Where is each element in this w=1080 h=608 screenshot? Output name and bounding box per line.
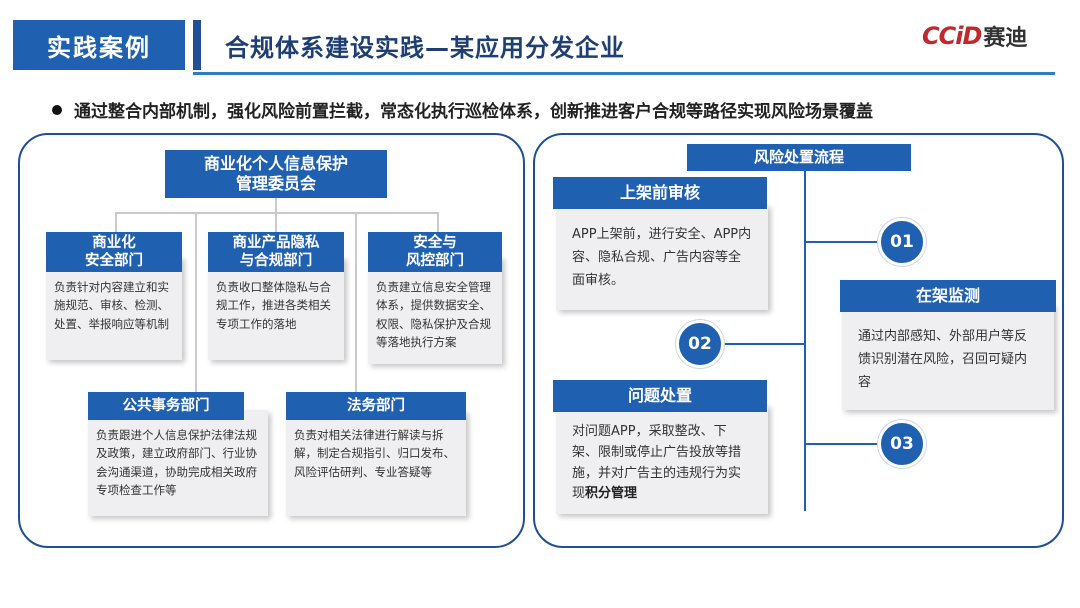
org-connector-v-committee [275, 198, 277, 214]
step-handle-card: 对问题APP，采取整改、下架、限制或停止广告投放等措施，并对广告主的违规行为实现… [556, 404, 768, 514]
flow-title: 风险处置流程 [687, 144, 911, 171]
title-accent-bar [193, 20, 201, 70]
unit-risk-desc: 负责建立信息安全管理体系，提供数据安全、权限、隐私保护及合规等落地执行方案 [376, 280, 491, 350]
unit-privacy-title: 商业产品隐私 与合规部门 [208, 232, 344, 272]
org-connector-v1 [115, 212, 117, 232]
flow-tick-01 [806, 241, 880, 243]
bullet-dot-icon [52, 104, 62, 115]
logo-cn: 赛迪 [983, 26, 1028, 51]
flow-line [804, 171, 806, 511]
step-handle-desc-bold: 积分管理 [585, 486, 638, 502]
flow-tick-03 [806, 443, 880, 445]
unit-public-affairs-title: 公共事务部门 [88, 392, 244, 420]
step-review-card: APP上架前，进行安全、APP内容、隐私合规、广告内容等全面审核。 [556, 204, 768, 310]
step-monitor-card: 通过内部感知、外部用户等反馈识别潜在风险，召回可疑内容 [842, 304, 1054, 410]
org-connector-v4 [195, 212, 197, 392]
unit-security-desc: 负责针对内容建立和实施规范、审核、检测、处置、举报响应等机制 [54, 280, 169, 331]
unit-public-affairs-desc: 负责跟进个人信息保护法律法规及政策，建立政府部门、行业协会沟通渠道，协助完成相关… [96, 428, 257, 498]
org-connector-v5 [355, 212, 357, 392]
step-02-badge: 02 [676, 320, 724, 368]
unit-privacy-card: 负责收口整体隐私与合规工作，推进各类相关专项工作的落地 [208, 256, 344, 360]
page-title: 合规体系建设实践—某应用分发企业 [225, 33, 625, 62]
summary-bullet: 通过整合内部机制，强化风险前置拦截，常态化执行巡检体系，创新推进客户合规等路径实… [52, 97, 1072, 122]
step-handle-title: 问题处置 [553, 380, 767, 412]
flow-tick-02 [722, 343, 806, 345]
unit-legal-desc: 负责对相关法律进行解读与拆解，制定合规指引、归口发布、风险评估研判、专业答疑等 [294, 428, 455, 479]
step-monitor-desc: 通过内部感知、外部用户等反馈识别潜在风险，召回可疑内容 [858, 329, 1028, 390]
org-connector-v3 [437, 212, 439, 232]
step-handle-desc-text: 对问题APP，采取整改、下架、限制或停止广告投放等措施，并对广告主的违规行为实现 [572, 424, 742, 502]
step-handle-desc: 对问题APP，采取整改、下架、限制或停止广告投放等措施，并对广告主的违规行为实现… [556, 404, 768, 515]
title-underline [193, 72, 1055, 75]
committee-box: 商业化个人信息保护 管理委员会 [165, 150, 387, 198]
unit-privacy-desc: 负责收口整体隐私与合规工作，推进各类相关专项工作的落地 [216, 280, 331, 331]
step-03-badge: 03 [878, 420, 926, 468]
unit-risk-title: 安全与 风控部门 [368, 232, 502, 272]
org-connector-v2 [275, 212, 277, 232]
section-tag: 实践案例 [13, 20, 185, 70]
logo-latin: CCiD [922, 22, 982, 50]
unit-security-card: 负责针对内容建立和实施规范、审核、检测、处置、举报响应等机制 [46, 256, 182, 360]
unit-risk-card: 负责建立信息安全管理体系，提供数据安全、权限、隐私保护及合规等落地执行方案 [368, 256, 502, 364]
unit-legal-title: 法务部门 [286, 392, 466, 420]
step-review-desc: APP上架前，进行安全、APP内容、隐私合规、广告内容等全面审核。 [572, 227, 752, 288]
step-monitor-title: 在架监测 [840, 280, 1056, 312]
step-01-badge: 01 [878, 218, 926, 266]
unit-security-title: 商业化 安全部门 [46, 232, 182, 272]
unit-legal-card: 负责对相关法律进行解读与拆解，制定合规指引、归口发布、风险评估研判、专业答疑等 [286, 410, 466, 516]
unit-public-affairs-card: 负责跟进个人信息保护法律法规及政策，建立政府部门、行业协会沟通渠道，协助完成相关… [88, 410, 268, 516]
ccid-logo: CCiD 赛迪 [922, 22, 1028, 51]
summary-text: 通过整合内部机制，强化风险前置拦截，常态化执行巡检体系，创新推进客户合规等路径实… [74, 102, 873, 122]
step-review-title: 上架前审核 [553, 177, 767, 209]
